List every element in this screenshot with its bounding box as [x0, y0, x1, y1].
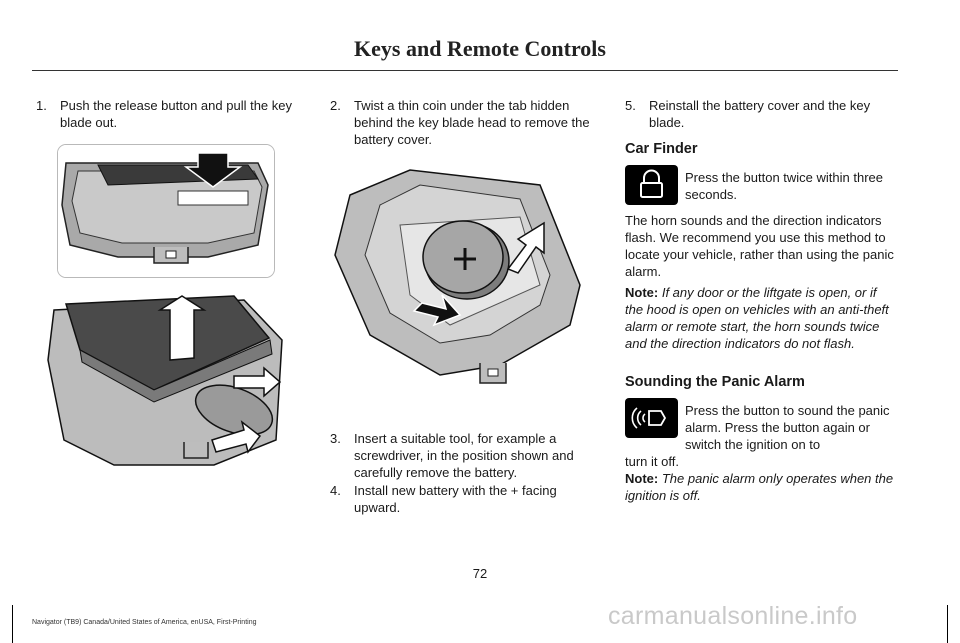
note-text: If any door or the liftgate is open, or … — [625, 285, 889, 351]
crop-mark — [12, 605, 13, 643]
panic-alarm-heading: Sounding the Panic Alarm — [625, 374, 805, 390]
note-text: The panic alarm only operates when the i… — [625, 471, 894, 503]
step-number: 4. — [330, 483, 341, 498]
step-5: 5. Reinstall the battery cover and the k… — [625, 97, 897, 131]
release-button-illustration — [57, 144, 275, 278]
step-number: 2. — [330, 98, 341, 113]
page-number: 72 — [472, 566, 488, 581]
step-2: 2. Twist a thin coin under the tab hidde… — [330, 97, 592, 148]
page-title: Keys and Remote Controls — [354, 36, 606, 61]
battery-cover-open-illustration — [44, 290, 289, 470]
panic-alarm-instruction: Press the button to sound the panic alar… — [685, 403, 890, 452]
lock-icon — [625, 165, 678, 205]
step-number: 3. — [330, 431, 341, 446]
step-text: Insert a suitable tool, for example a sc… — [354, 431, 574, 480]
header-divider — [32, 70, 898, 71]
step-text: Install new battery with the + facing up… — [354, 483, 557, 515]
step-text: Twist a thin coin under the tab hidden b… — [354, 98, 590, 147]
panic-alarm-icon — [625, 398, 678, 438]
panic-alarm-instruction-cont: turn it off. — [625, 454, 679, 469]
car-finder-heading: Car Finder — [625, 141, 698, 157]
step-number: 1. — [36, 98, 47, 113]
note-label: Note: — [625, 471, 659, 486]
car-finder-paragraph: The horn sounds and the direction indica… — [625, 213, 894, 279]
step-text: Push the release button and pull the key… — [60, 98, 292, 130]
step-3: 3. Insert a suitable tool, for example a… — [330, 430, 592, 481]
step-text: Reinstall the battery cover and the key … — [649, 98, 871, 130]
car-finder-note: Note: If any door or the liftgate is ope… — [625, 284, 897, 352]
remove-battery-illustration — [330, 165, 590, 395]
car-finder-instruction: Press the button twice within three seco… — [685, 170, 883, 202]
step-1: 1. Push the release button and pull the … — [36, 97, 308, 131]
crop-mark — [947, 605, 948, 643]
note-label: Note: — [625, 285, 659, 300]
step-number: 5. — [625, 98, 636, 113]
step-4: 4. Install new battery with the + facing… — [330, 482, 592, 516]
footer-text: Navigator (TB9) Canada/United States of … — [32, 619, 257, 626]
panic-alarm-note: Note: The panic alarm only operates when… — [625, 470, 897, 504]
watermark: carmanualsonline.info — [608, 602, 858, 630]
